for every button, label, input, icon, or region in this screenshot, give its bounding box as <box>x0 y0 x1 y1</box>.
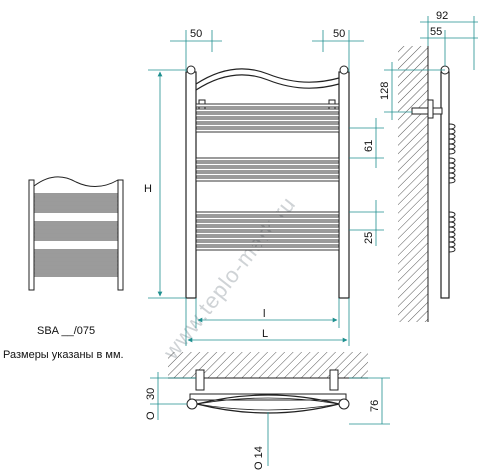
horizontal-bar <box>195 157 340 162</box>
preview-bar <box>33 257 119 261</box>
preview-bar <box>33 193 119 197</box>
horizontal-bar <box>195 128 340 133</box>
side-bar-stub <box>448 216 456 223</box>
horizontal-bar <box>195 177 340 182</box>
dim-depth-total: 92 <box>436 10 448 22</box>
horizontal-bar <box>195 172 340 177</box>
horizontal-bar <box>195 108 340 113</box>
horizontal-bar <box>195 221 340 226</box>
side-bar-stub <box>448 241 456 248</box>
dim-diameter-bottom: O 14 <box>253 446 265 470</box>
front-dimensions <box>148 30 384 346</box>
horizontal-bar <box>195 216 340 221</box>
right-cap <box>339 65 349 75</box>
preview-bar <box>33 237 119 241</box>
top-dimensions <box>150 372 390 466</box>
preview-bar <box>33 273 119 277</box>
side-dimensions <box>384 16 478 120</box>
preview-bar <box>33 253 119 257</box>
dim-inner-width: l <box>263 308 265 320</box>
horizontal-bar <box>195 236 340 241</box>
preview-bar <box>33 205 119 209</box>
preview-bar <box>33 197 119 201</box>
preview-bar <box>33 269 119 273</box>
dim-top-left: 50 <box>190 28 202 40</box>
side-bar-stub <box>448 231 456 238</box>
side-bar-stub <box>448 128 456 135</box>
dim-outer-width: L <box>262 328 268 340</box>
side-bar-stub <box>448 226 456 233</box>
side-bar-stub <box>448 123 456 130</box>
side-bar-stub <box>448 157 456 164</box>
preview-bar <box>33 265 119 269</box>
horizontal-bar <box>195 241 340 246</box>
horizontal-bar <box>195 162 340 167</box>
side-view <box>398 46 456 322</box>
preview-bar <box>33 225 119 229</box>
side-bars <box>448 123 456 253</box>
horizontal-bar <box>195 118 340 123</box>
horizontal-bar <box>195 123 340 128</box>
side-bar-stub <box>448 138 456 145</box>
arched-top-bar <box>195 68 340 85</box>
model-caption: SBA __/075 <box>37 325 96 337</box>
top-right-pipe <box>338 398 350 410</box>
preview-bar <box>33 249 119 253</box>
side-bar-stub <box>448 236 456 243</box>
horizontal-bar <box>195 226 340 231</box>
preview-arch <box>33 176 119 187</box>
units-note: Размеры указаны в мм. <box>3 349 124 361</box>
side-bar-stub <box>448 162 456 169</box>
preview-right-rail <box>117 179 124 291</box>
horizontal-bar <box>195 167 340 172</box>
side-bar-stub <box>448 167 456 174</box>
left-rail <box>185 71 197 299</box>
horizontal-bar <box>195 211 340 216</box>
preview-bar <box>33 201 119 205</box>
dim-depth-wall: 55 <box>430 26 442 38</box>
wall-bracket <box>411 107 443 115</box>
wall-hatch <box>398 46 428 322</box>
top-left-bracket <box>195 369 205 391</box>
horizontal-bar <box>195 246 340 251</box>
side-rail <box>440 71 450 299</box>
dim-gap-25: 25 <box>363 232 375 244</box>
side-bar-stub <box>448 246 456 253</box>
dim-height: H <box>144 183 152 195</box>
front-bars <box>195 103 340 251</box>
right-rail <box>338 71 350 299</box>
top-bar <box>189 393 347 401</box>
preview-bar <box>33 221 119 225</box>
side-bar-stub <box>448 143 456 150</box>
dim-diameter-top: O <box>145 411 157 420</box>
side-bar-stub <box>448 148 456 155</box>
dim-top-right: 50 <box>333 28 345 40</box>
side-bar-stub <box>448 211 456 218</box>
preview-bar <box>33 233 119 237</box>
horizontal-bar <box>195 103 340 108</box>
dim-bracket-drop: 128 <box>379 82 391 100</box>
preview-thumbnail <box>28 176 124 291</box>
top-right-bracket <box>329 369 339 391</box>
preview-bars <box>33 193 119 277</box>
preview-bar <box>33 229 119 233</box>
top-view <box>168 352 368 414</box>
left-cap <box>186 65 196 75</box>
dim-gap-61: 61 <box>363 140 375 152</box>
side-bar-stub <box>448 172 456 179</box>
horizontal-bar <box>195 231 340 236</box>
dim-pipe-offset: 30 <box>145 388 157 400</box>
preview-left-rail <box>28 179 35 291</box>
dim-depth-76: 76 <box>369 400 381 412</box>
side-bar-stub <box>448 177 456 184</box>
horizontal-bar <box>195 113 340 118</box>
preview-bar <box>33 261 119 265</box>
side-bar-stub <box>448 133 456 140</box>
preview-bar <box>33 209 119 213</box>
front-view <box>185 65 350 299</box>
top-left-pipe <box>186 398 198 410</box>
side-bar-stub <box>448 221 456 228</box>
